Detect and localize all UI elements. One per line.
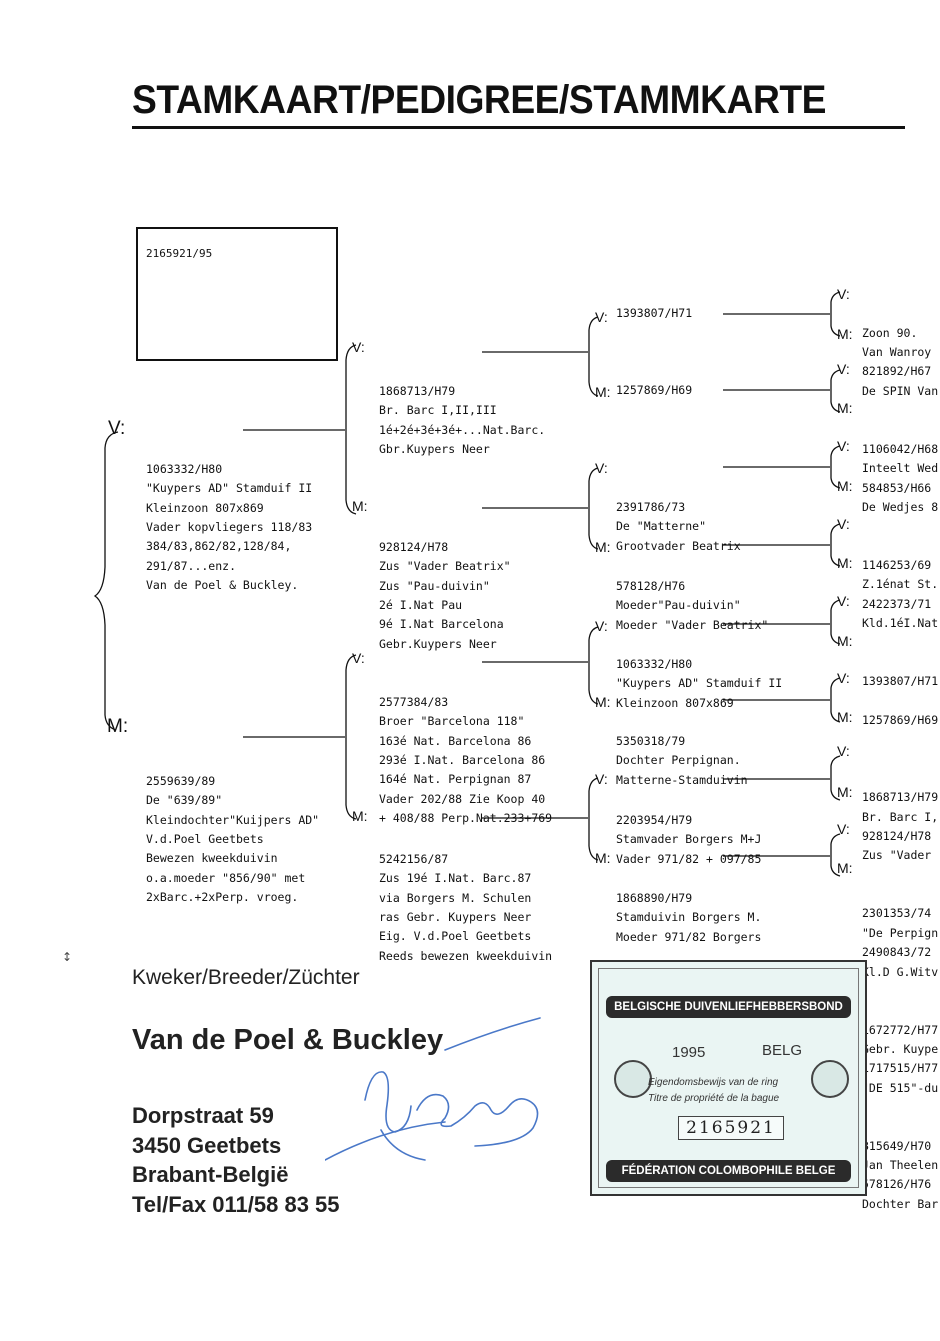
gen4-marker-1: V:	[837, 286, 850, 302]
gen4-marker-13: V:	[837, 743, 850, 759]
certificate-frame	[598, 968, 859, 1188]
gen4-marker-2: M:	[837, 326, 853, 342]
gen2-dd-marker: M:	[352, 808, 368, 824]
gen4-marker-14: M:	[837, 784, 853, 800]
certificate-footer: FÉDÉRATION COLOMBOPHILE BELGE	[606, 1160, 851, 1182]
gen3-b7-marker: V:	[595, 771, 608, 787]
gen1-dam-marker: M:	[107, 716, 129, 737]
gen4-marker-10: M:	[837, 633, 853, 649]
gen4-marker-12: M:	[837, 709, 853, 725]
gen4-marker-6: M:	[837, 478, 853, 494]
gen4-marker-3: V:	[837, 361, 850, 377]
address-street: Dorpstraat 59	[132, 1103, 274, 1128]
scan-mark-arrow: ↕	[62, 950, 73, 964]
ring-certificate: BELGISCHE DUIVENLIEFHEBBERSBOND 1995 BEL…	[590, 960, 867, 1196]
gen4-marker-9: V:	[837, 593, 850, 609]
crown-emblem-icon	[811, 1060, 849, 1098]
gen4-marker-15: V:	[837, 821, 850, 837]
gen1-sire-marker: V:	[108, 418, 126, 439]
address-phone: Tel/Fax 011/58 83 55	[132, 1191, 340, 1217]
breeder-address: Dorpstraat 59 3450 Geetbets Brabant-Belg…	[132, 1101, 340, 1219]
breeder-label: Kweker/Breeder/Züchter	[132, 966, 360, 989]
gen2-ds-marker: V:	[352, 650, 365, 666]
gen2-sd-marker: M:	[352, 498, 368, 514]
gen4-marker-4: M:	[837, 400, 853, 416]
address-city: 3450 Geetbets	[132, 1132, 282, 1158]
certificate-year: 1995	[672, 1044, 706, 1061]
certificate-header: BELGISCHE DUIVENLIEFHEBBERSBOND	[606, 996, 851, 1018]
gen3-b3-marker: V:	[595, 460, 608, 476]
gen3-b8-marker: M:	[595, 850, 611, 866]
gen4-marker-8: M:	[837, 555, 853, 571]
page-title: STAMKAART/PEDIGREE/STAMMKARTE	[132, 78, 826, 122]
gen4-marker-16: M:	[837, 860, 853, 876]
breeder-name: Van de Poel & Buckley	[132, 1024, 444, 1056]
certificate-owner-nl: Eigendomsbewijs van de ring	[648, 1077, 779, 1088]
gen4-marker-5: V:	[837, 438, 850, 454]
gen3-b1-marker: V:	[595, 309, 608, 325]
gen3-b6-marker: M:	[595, 694, 611, 710]
gen3-block-1: 1393807/H71	[616, 306, 693, 320]
certificate-ring-number: 2165921	[678, 1116, 784, 1140]
handwritten-signature	[325, 1017, 541, 1161]
photo-box: 2165921/95	[136, 227, 338, 361]
gen2-ss-marker: V:	[352, 339, 365, 355]
gen3-block-2: 1257869/H69	[616, 383, 693, 397]
address-region: Brabant-België	[132, 1162, 289, 1187]
gen3-b2-marker: M:	[595, 384, 611, 400]
photo-ring-number: 2165921/95	[146, 247, 213, 260]
left-emblem-icon	[614, 1060, 652, 1098]
gen4-marker-11: V:	[837, 670, 850, 686]
certificate-owner-fr: Titre de propriété de la bague	[648, 1093, 780, 1104]
gen4-marker-7: V:	[837, 516, 850, 532]
title-underline	[132, 126, 905, 129]
gen3-b4-marker: M:	[595, 539, 611, 555]
gen3-b5-marker: V:	[595, 618, 608, 634]
certificate-country: BELG	[762, 1042, 803, 1059]
